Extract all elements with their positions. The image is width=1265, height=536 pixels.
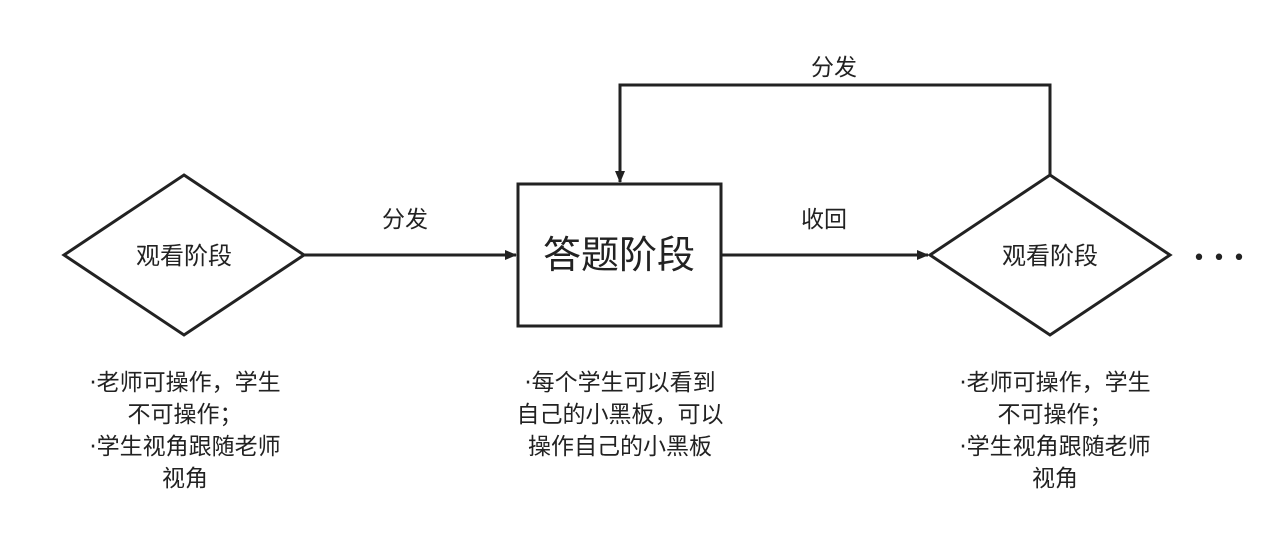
edge-label-left-to-center: 分发 [382,207,428,233]
description-line: 视角 [162,466,208,492]
description-line: ·老师可操作，学生 [959,370,1151,396]
continuation-ellipsis: • • • [1193,246,1246,271]
left-diamond-label: 观看阶段 [136,242,232,270]
right-diamond-label: 观看阶段 [1002,242,1098,270]
description-line: ·学生视角跟随老师 [89,434,281,460]
description-line: 自己的小黑板，可以 [516,402,724,428]
description-line: 操作自己的小黑板 [528,434,712,460]
description-line: ·学生视角跟随老师 [959,434,1151,460]
description-line: ·每个学生可以看到 [524,370,716,396]
right-stage-description: ·老师可操作，学生 不可操作； ·学生视角跟随老师 视角 [910,367,1200,495]
description-line: 视角 [1032,466,1078,492]
center-box-node [516,182,723,328]
description-line: 不可操作； [997,402,1113,428]
description-line: ·老师可操作，学生 [89,370,281,396]
edge-label-loop: 分发 [811,55,857,81]
description-line: 不可操作； [127,402,243,428]
center-stage-description: ·每个学生可以看到 自己的小黑板，可以 操作自己的小黑板 [470,367,770,463]
left-stage-description: ·老师可操作，学生 不可操作； ·学生视角跟随老师 视角 [40,367,330,495]
center-box-label: 答题阶段 [543,233,695,277]
arrow-loop-right-to-center [615,83,1052,183]
edge-label-center-to-right: 收回 [801,207,847,233]
right-diamond-node [927,173,1173,337]
left-diamond-node [61,173,307,337]
